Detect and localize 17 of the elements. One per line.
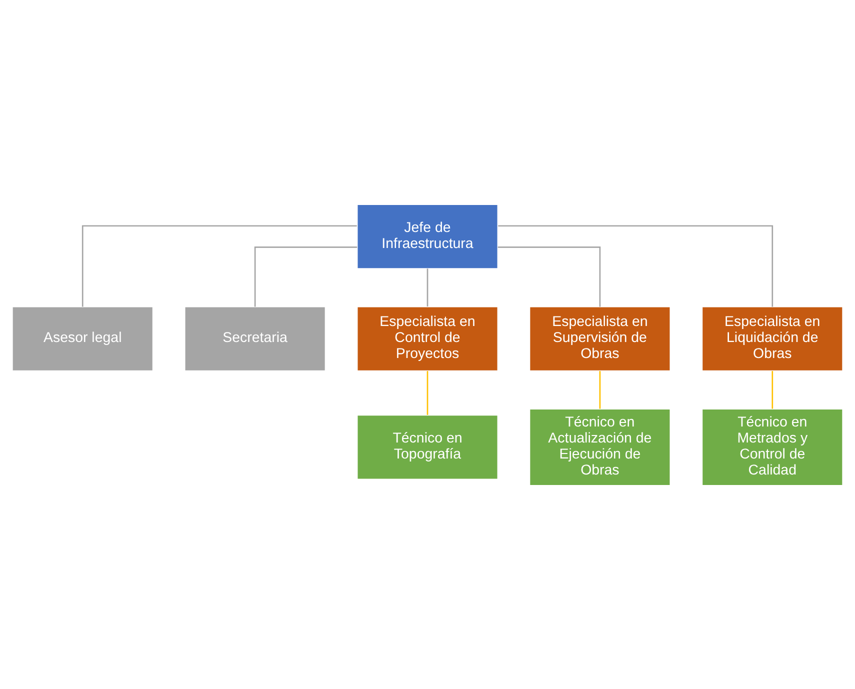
node-box: Técnico en Topografía	[356, 414, 498, 480]
connector	[498, 246, 601, 306]
node-box: Técnico en Metrados y Control de Calidad	[702, 408, 844, 486]
node-box: Jefe de Infraestructura	[356, 204, 498, 268]
connector	[498, 224, 774, 306]
node-box: Especialista en Liquidación de Obras	[702, 306, 844, 371]
connector	[426, 370, 428, 414]
connector	[426, 268, 428, 306]
node-box: Técnico en Actualización de Ejecución de Obras	[529, 408, 671, 486]
node-box: Asesor legal	[12, 306, 154, 371]
connector	[82, 224, 357, 306]
node-box: Especialista en Control de Proyectos	[356, 306, 498, 371]
connector	[254, 246, 358, 306]
connector	[599, 370, 601, 408]
node-box: Secretaria	[184, 306, 326, 371]
node-box: Especialista en Supervisión de Obras	[529, 306, 671, 371]
connector	[772, 370, 774, 408]
